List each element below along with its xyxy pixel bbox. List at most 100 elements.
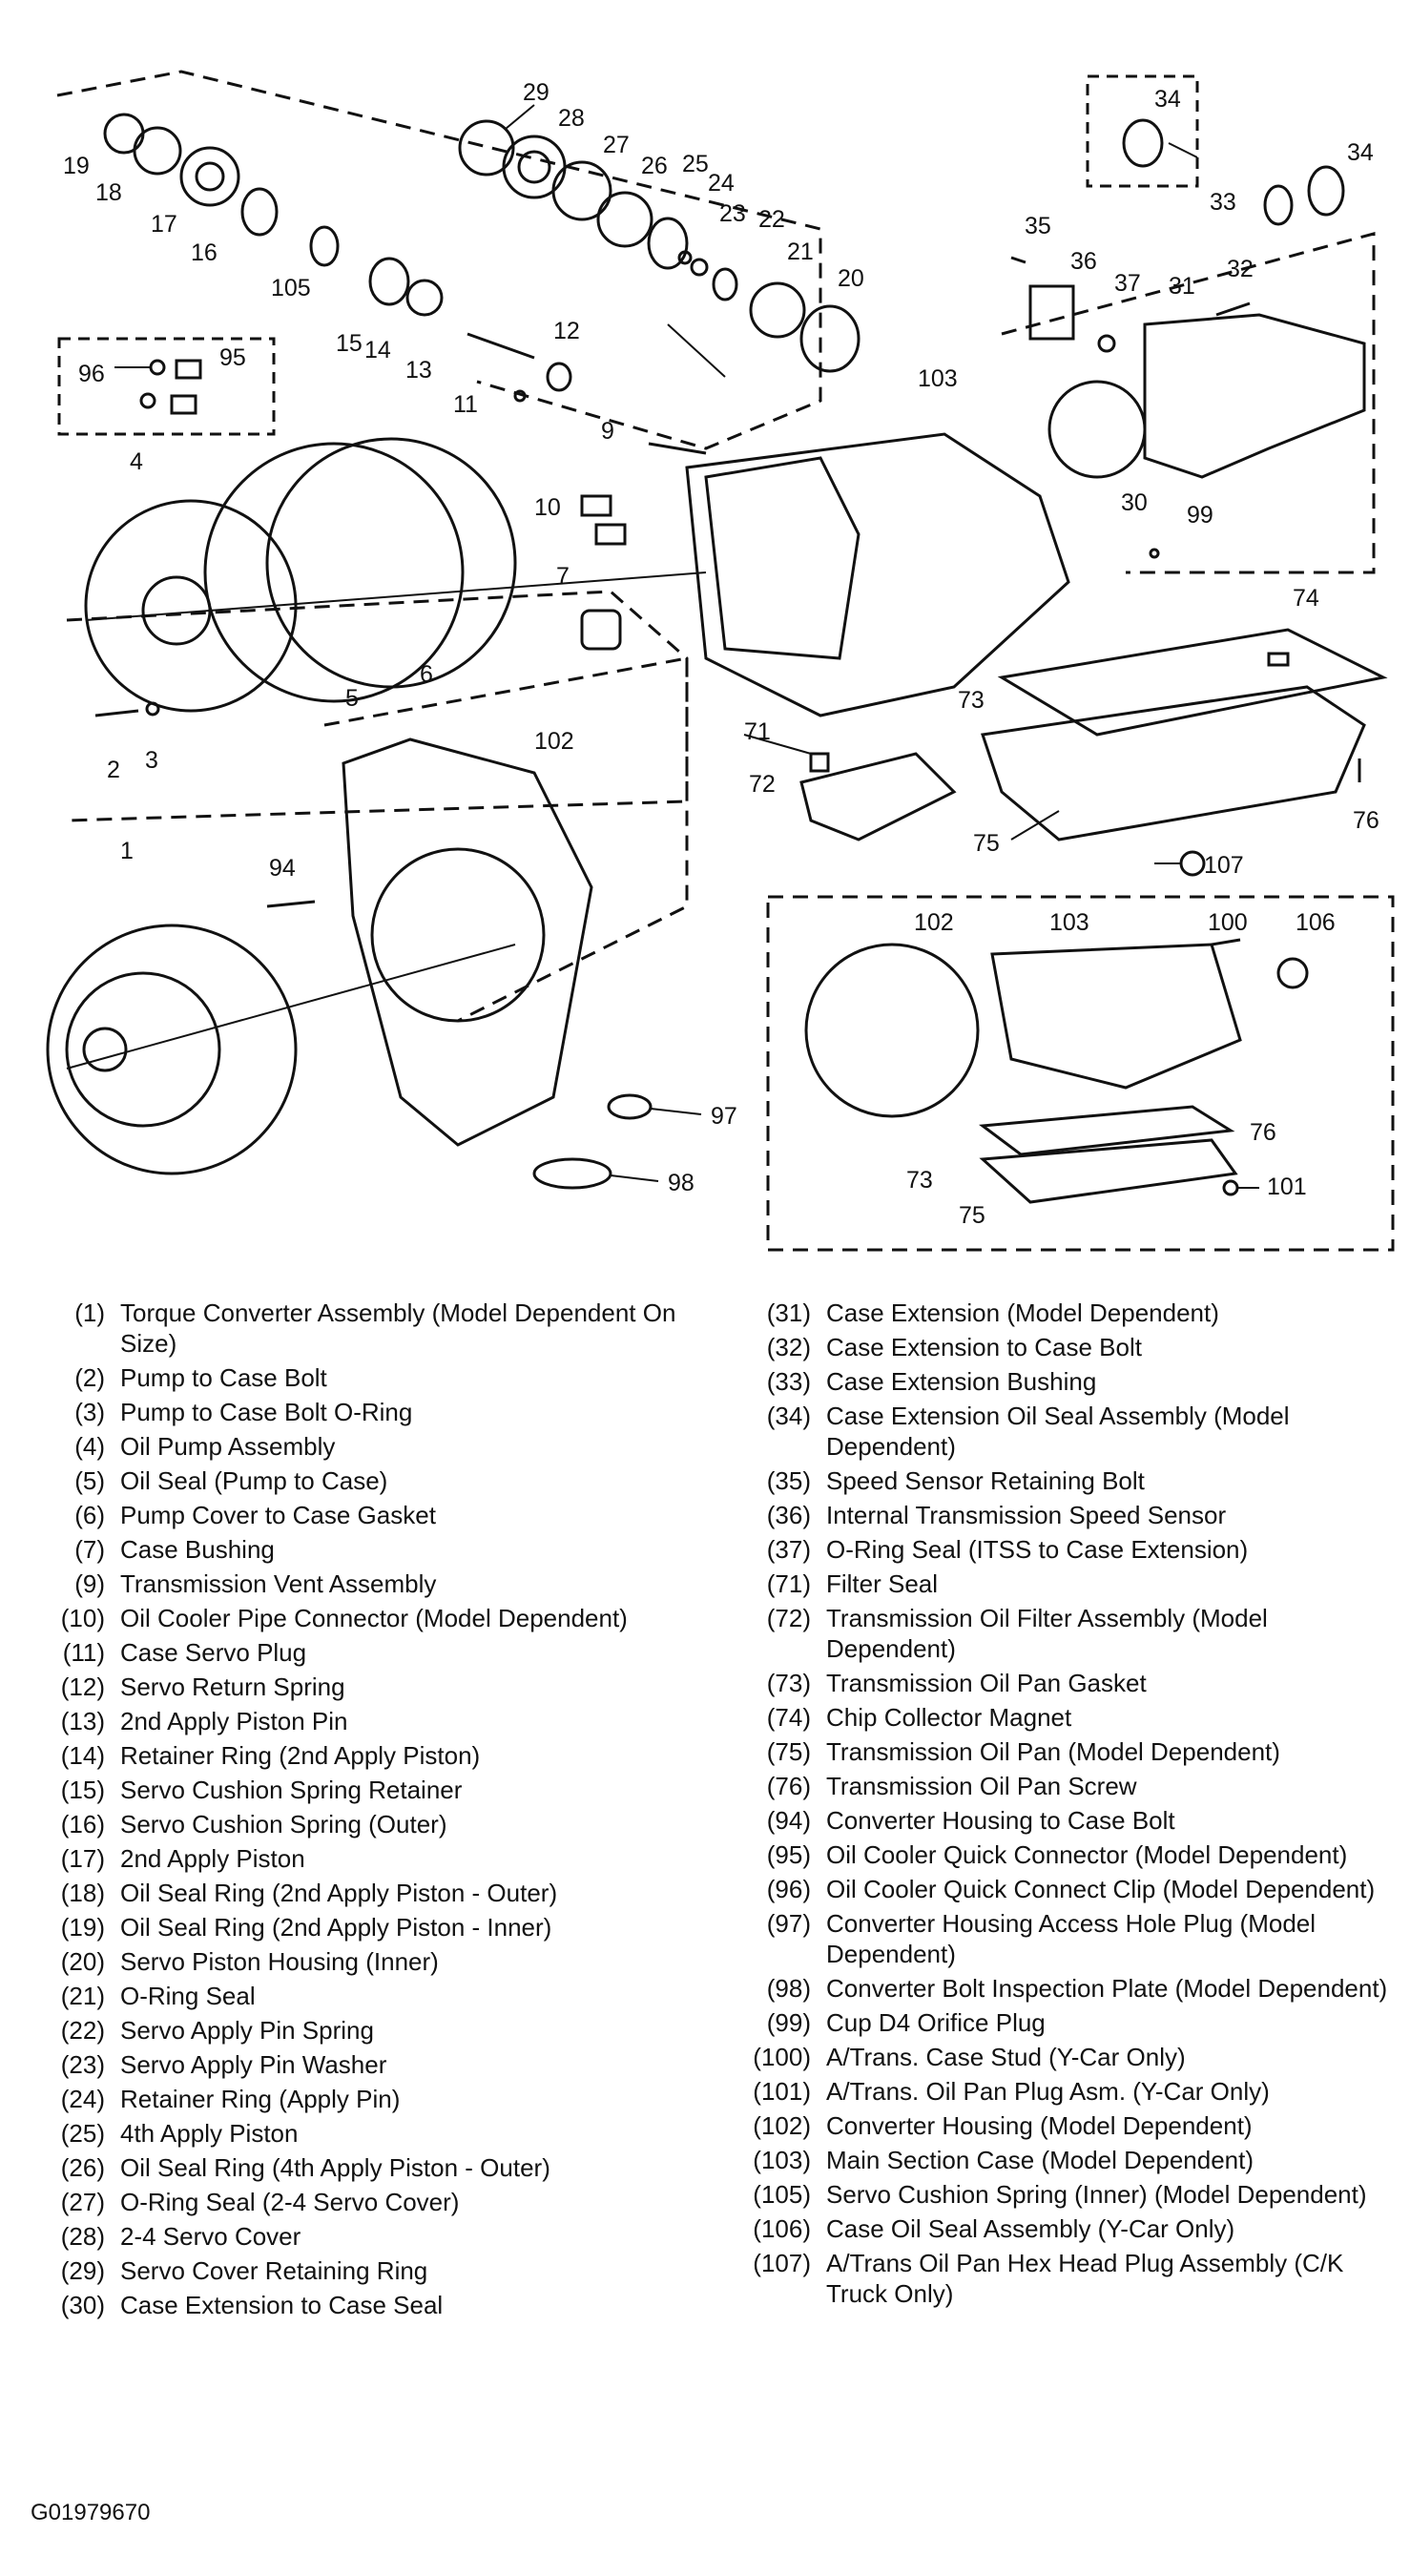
legend-item-text: Case Bushing xyxy=(120,1535,275,1564)
callout: 96 xyxy=(78,361,105,387)
callout: 17 xyxy=(151,211,177,238)
legend-item: (36)Internal Transmission Speed Sensor xyxy=(735,1500,1393,1530)
legend-item: (72)Transmission Oil Filter Assembly (Mo… xyxy=(735,1603,1393,1664)
legend-item: (27) O-Ring Seal (2-4 Servo Cover) xyxy=(29,2187,696,2217)
pump-gasket-6 xyxy=(265,437,517,689)
ycar-pan-75 xyxy=(979,1138,1238,1204)
callout: 75 xyxy=(973,830,1000,857)
connector-95-part xyxy=(175,359,202,380)
legend-item-text: Cup D4 Orifice Plug xyxy=(826,2008,1046,2037)
legend-item-text: Oil Seal (Pump to Case) xyxy=(120,1466,388,1495)
legend-item: (17)2nd Apply Piston xyxy=(29,1843,696,1874)
legend-item-number: (5) xyxy=(74,1466,105,1495)
bushing-33-part xyxy=(1263,184,1294,226)
legend-item-number: (99) xyxy=(766,2008,811,2037)
legend-item: (5) Oil Seal (Pump to Case) xyxy=(29,1465,696,1496)
seal-ring-18-part xyxy=(133,126,182,176)
legend-item-number: (15) xyxy=(60,1776,105,1804)
pump-4-body xyxy=(84,499,298,713)
leader-line xyxy=(610,1174,659,1182)
legend-item-text: Speed Sensor Retaining Bolt xyxy=(826,1466,1145,1495)
callout: 98 xyxy=(668,1170,695,1196)
callout: 73 xyxy=(958,687,985,714)
legend-item-number: (7) xyxy=(74,1535,105,1564)
legend-item-number: (107) xyxy=(753,2249,811,2277)
callout: 2 xyxy=(107,757,120,783)
piston-25-part xyxy=(647,217,689,270)
callout: 30 xyxy=(1121,489,1148,516)
leader-line xyxy=(1010,810,1060,841)
torque-converter-1-hub xyxy=(82,1027,128,1072)
legend-item-text: Transmission Oil Pan Screw xyxy=(826,1772,1137,1800)
legend-item-text: Transmission Oil Filter Assembly (Model … xyxy=(826,1604,1268,1663)
legend-item-number: (29) xyxy=(60,2256,105,2285)
legend-item-number: (9) xyxy=(74,1569,105,1598)
legend-item-text: Case Extension Oil Seal Assembly (Model … xyxy=(826,1402,1290,1461)
connector-10-part-b xyxy=(594,523,627,546)
converter-centerline xyxy=(66,944,516,1070)
legend-item: (7) Case Bushing xyxy=(29,1534,696,1565)
ycar-seal-106-part xyxy=(1276,957,1309,989)
legend-item-text: Pump Cover to Case Gasket xyxy=(120,1501,436,1529)
legend-item-number: (23) xyxy=(60,2050,105,2079)
oring-37-part xyxy=(1097,334,1116,353)
legend-item-text: Oil Seal Ring (2nd Apply Piston - Inner) xyxy=(120,1913,552,1942)
washer-23-part xyxy=(690,258,709,277)
legend-item-number: (17) xyxy=(60,1844,105,1873)
leader-line xyxy=(667,323,726,378)
legend-item-number: (36) xyxy=(766,1501,811,1529)
legend-item: (9)Transmission Vent Assembly xyxy=(29,1568,696,1599)
figure-id: G01979670 xyxy=(31,2500,151,2525)
callout: 6 xyxy=(420,661,433,688)
legend-item: (37)O-Ring Seal (ITSS to Case Extension) xyxy=(735,1534,1393,1565)
legend-item-number: (73) xyxy=(766,1669,811,1697)
legend-item: (25)4th Apply Piston xyxy=(29,2118,696,2149)
housing-group-outline xyxy=(323,656,689,1023)
legend-item-number: (96) xyxy=(766,1875,811,1903)
plug-99-part xyxy=(1149,548,1160,559)
legend-item-text: Chip Collector Magnet xyxy=(826,1703,1072,1732)
seal-34-boxed-part xyxy=(1122,118,1164,168)
legend-item: (23) Servo Apply Pin Washer xyxy=(29,2049,696,2080)
callout: 21 xyxy=(787,239,814,265)
legend-item: (96)Oil Cooler Quick Connect Clip (Model… xyxy=(735,1874,1393,1904)
legend-item-number: (75) xyxy=(766,1737,811,1766)
legend-item: (10)Oil Cooler Pipe Connector (Model Dep… xyxy=(29,1603,696,1633)
legend-item: (73)Transmission Oil Pan Gasket xyxy=(735,1668,1393,1698)
callout: 9 xyxy=(601,418,614,445)
legend-item-text: Converter Housing (Model Dependent) xyxy=(826,2111,1253,2140)
legend-item-number: (37) xyxy=(766,1535,811,1564)
legend-item-number: (20) xyxy=(60,1947,105,1976)
legend-item-number: (105) xyxy=(753,2180,811,2209)
bolt-32-part xyxy=(1215,301,1251,317)
legend-item-number: (18) xyxy=(60,1879,105,1907)
legend-item-text: O-Ring Seal (2-4 Servo Cover) xyxy=(120,2188,460,2216)
legend-item-number: (97) xyxy=(766,1909,811,1938)
callout: 19 xyxy=(63,153,90,179)
legend-item: (12)Servo Return Spring xyxy=(29,1672,696,1702)
legend-item-text: Transmission Oil Pan (Model Dependent) xyxy=(826,1737,1280,1766)
legend-item-text: Case Extension (Model Dependent) xyxy=(826,1298,1219,1327)
callout: 11 xyxy=(453,391,478,418)
spring-22-part xyxy=(712,267,738,301)
clip-96-part xyxy=(149,359,166,376)
legend-item-number: (13) xyxy=(60,1707,105,1735)
callout: 95 xyxy=(219,344,246,371)
legend-item-text: Case Oil Seal Assembly (Y-Car Only) xyxy=(826,2214,1235,2243)
vent-9-part xyxy=(648,442,707,455)
legend-item-number: (27) xyxy=(60,2188,105,2216)
legend-item: (71)Filter Seal xyxy=(735,1568,1393,1599)
leader-line xyxy=(650,1108,702,1115)
servo-group-outline xyxy=(56,70,822,450)
callout: 33 xyxy=(1210,189,1236,216)
callout: 102 xyxy=(914,909,954,936)
legend-item-text: Pump to Case Bolt xyxy=(120,1363,327,1392)
piston-17-part xyxy=(179,146,240,207)
legend-item: (13)2nd Apply Piston Pin xyxy=(29,1706,696,1736)
legend-item-text: Servo Apply Pin Washer xyxy=(120,2050,387,2079)
spring-12-part xyxy=(546,362,572,392)
callout: 100 xyxy=(1208,909,1248,936)
callout: 73 xyxy=(906,1167,933,1194)
callout: 26 xyxy=(641,153,668,179)
legend-item: (74)Chip Collector Magnet xyxy=(735,1702,1393,1733)
